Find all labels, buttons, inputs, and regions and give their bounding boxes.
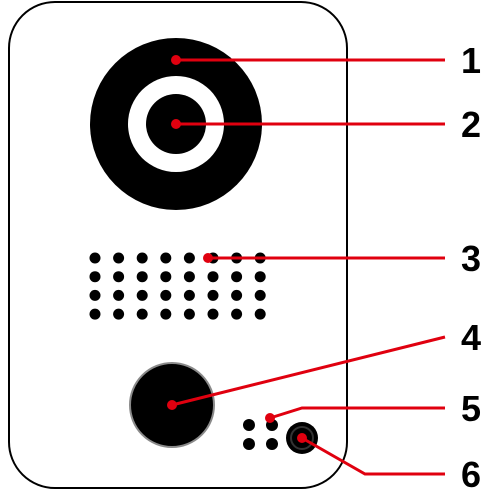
speaker-hole [207,308,219,320]
callout-number-2: 2 [461,104,481,145]
callout-number-6: 6 [461,454,481,492]
speaker-hole [254,308,266,320]
speaker-hole [183,289,195,301]
callout-anchor-5 [265,413,275,423]
callout-number-1: 1 [461,40,481,81]
speaker-grille [89,252,266,320]
speaker-hole [160,271,172,283]
callout-number-3: 3 [461,238,481,279]
speaker-hole [207,289,219,301]
speaker-hole [160,252,172,264]
callout-anchor-4 [167,400,177,410]
speaker-hole [254,271,266,283]
callout-line-4 [171,335,446,407]
speaker-hole [89,308,101,320]
speaker-hole [89,271,101,283]
callout-numbers: 1 2 3 4 5 6 [461,40,481,492]
callout-lines [171,58,446,476]
callout-line-6 [301,436,445,476]
callout-number-4: 4 [461,317,481,358]
callout-anchors [167,55,307,443]
speaker-hole [231,271,243,283]
speaker-hole [207,271,219,283]
speaker-hole [160,289,172,301]
callout-anchor-1 [171,55,181,65]
speaker-hole [89,289,101,301]
speaker-hole [136,271,148,283]
speaker-hole [113,252,125,264]
callout-line-5 [269,406,445,420]
speaker-hole [183,271,195,283]
microphone-hole [243,438,255,450]
callout-anchor-6 [297,433,307,443]
speaker-hole [254,289,266,301]
speaker-hole [113,289,125,301]
speaker-hole [231,289,243,301]
speaker-hole [136,252,148,264]
speaker-hole [136,289,148,301]
microphone-hole [243,419,255,431]
speaker-hole [231,308,243,320]
speaker-hole [113,308,125,320]
microphone [243,419,278,450]
speaker-hole [160,308,172,320]
speaker-hole [136,308,148,320]
speaker-hole [113,271,125,283]
speaker-hole [183,308,195,320]
microphone-hole [266,438,278,450]
speaker-hole [89,252,101,264]
callout-number-5: 5 [461,388,481,429]
speaker-hole [183,252,195,264]
callout-anchor-2 [171,119,181,129]
callout-anchor-3 [203,253,213,263]
